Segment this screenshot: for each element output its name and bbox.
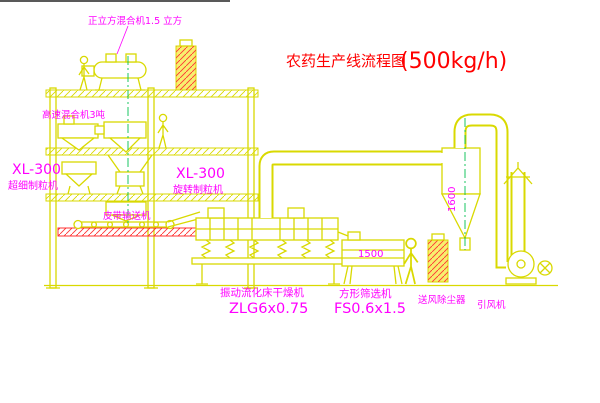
bucket-elevator-2 xyxy=(427,233,449,283)
granulator-left xyxy=(61,161,97,195)
label-belt-conveyor: 皮带输送机 xyxy=(103,210,151,222)
label-dryer-name: 振动流化床干燥机 xyxy=(220,286,304,299)
label-leader-line xyxy=(116,25,129,55)
bucket-elevator-1 xyxy=(175,39,197,91)
induced-draft-fan xyxy=(505,250,553,285)
dimension-sieve: 1500 xyxy=(358,249,383,260)
vibration-springs xyxy=(200,239,336,259)
label-dryer-model: ZLG6x0.75 xyxy=(229,301,308,317)
mixer-2 xyxy=(94,121,147,153)
exhaust-duct xyxy=(258,150,443,218)
building-frame xyxy=(45,87,259,289)
high-speed-mixer xyxy=(57,115,99,151)
label-sieve-model: FS0.6x1.5 xyxy=(334,301,406,317)
drawing-title: 农药生产线流程图 xyxy=(286,52,406,70)
worker-figure-floor2 xyxy=(157,113,169,149)
belt-conveyor xyxy=(73,211,203,230)
worker-figure-ground xyxy=(403,237,419,285)
square-sieve xyxy=(341,231,405,285)
exhaust-stack xyxy=(503,162,533,258)
rotary-granulator xyxy=(107,154,153,195)
label-dust-collector: 送风除尘器 xyxy=(418,294,466,306)
cube-mixer xyxy=(81,53,147,91)
label-granulator-left-name: 超细制粒机 xyxy=(8,179,58,192)
label-granulator-center-name: 旋转制粒机 xyxy=(173,183,223,196)
fluid-bed-dryer xyxy=(191,207,349,285)
cyclone-inlet-opening xyxy=(441,153,444,163)
label-granulator-center-model: XL-300 xyxy=(176,166,225,182)
label-cube-mixer: 正立方混合机1.5 立方 xyxy=(88,15,182,27)
floor-slab-1 xyxy=(45,193,259,202)
label-granulator-left-model: XL-300 xyxy=(12,162,61,178)
label-induced-fan: 引风机 xyxy=(477,299,506,311)
label-high-speed-mixer: 高速混合机3吨 xyxy=(42,109,106,121)
dimension-cyclone: 1600 xyxy=(447,187,458,212)
cyclone-outlet-pipe xyxy=(453,113,509,269)
label-sieve-name: 方形筛选机 xyxy=(339,287,392,300)
feeder-vessel xyxy=(105,201,147,222)
floor-slab-3 xyxy=(45,89,259,98)
drawing-title-capacity: (500kg/h) xyxy=(400,49,507,74)
